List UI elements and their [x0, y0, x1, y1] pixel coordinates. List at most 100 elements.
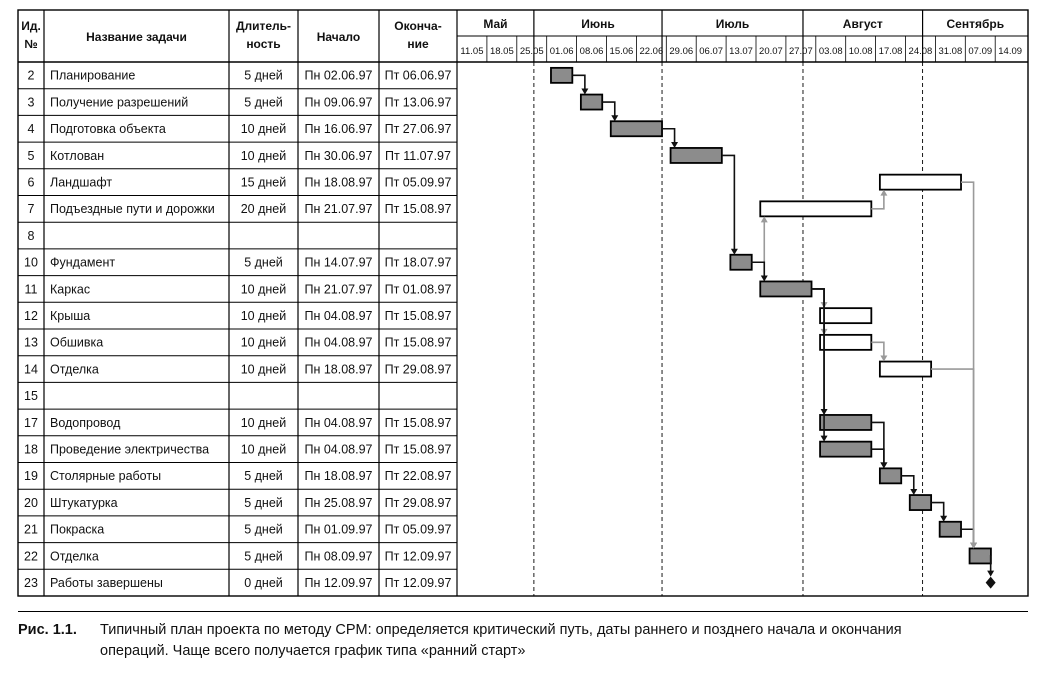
task-bar: [759, 200, 873, 218]
task-id: 3: [28, 95, 35, 109]
dependency-link: [662, 127, 676, 144]
task-finish: Пт 12.09.97: [385, 549, 452, 563]
chart-frame: [17, 9, 1029, 597]
task-finish: Пт 27.06.97: [385, 122, 452, 136]
task-finish: Пт 29.08.97: [385, 496, 452, 510]
dependency-arrow: [581, 88, 589, 95]
task-name: Обшивка: [50, 336, 103, 350]
caption-divider: [18, 611, 1028, 612]
week-label: 10.08: [849, 46, 873, 57]
dependency-link: [811, 288, 825, 305]
task-id: 15: [24, 389, 38, 403]
week-label: 24.08: [909, 46, 933, 57]
task-start: Пн 25.08.97: [304, 496, 372, 510]
week-label: 03.08: [819, 46, 843, 57]
task-bar: [729, 253, 753, 271]
dependency-link: [871, 421, 885, 465]
task-id: 21: [24, 523, 38, 537]
week-label: 20.07: [759, 46, 783, 57]
task-duration: 10 дней: [241, 309, 287, 323]
header-duration-line2: ность: [246, 37, 280, 51]
header-start: Начало: [317, 30, 360, 44]
header-duration-line1: Длитель-: [236, 19, 291, 33]
task-duration: 5 дней: [244, 523, 283, 537]
task-finish: Пт 22.08.97: [385, 469, 452, 483]
task-bar: [819, 440, 873, 458]
dependency-link: [961, 528, 975, 545]
week-label: 06.07: [699, 46, 723, 57]
dependency-arrow: [987, 570, 995, 577]
task-finish: Пт 15.08.97: [385, 309, 452, 323]
task-name: Планирование: [50, 69, 135, 83]
task-duration: 10 дней: [241, 122, 287, 136]
month-label: Июль: [716, 17, 750, 31]
dependency-link: [751, 220, 766, 264]
task-start: Пн 21.07.97: [304, 202, 372, 216]
task-id: 5: [28, 149, 35, 163]
caption-line-1: Рис. 1.1.Типичный план проекта по методу…: [18, 620, 1028, 641]
task-duration: 10 дней: [241, 362, 287, 376]
dependency-arrow: [760, 275, 768, 282]
task-finish: Пт 05.09.97: [385, 523, 452, 537]
task-finish: Пт 18.07.97: [385, 256, 452, 270]
month-label: Июнь: [581, 17, 615, 31]
week-label: 17.08: [879, 46, 903, 57]
task-finish: Пт 06.06.97: [385, 69, 452, 83]
task-bar: [609, 120, 663, 138]
task-duration: 10 дней: [241, 336, 287, 350]
task-duration: 5 дней: [244, 69, 283, 83]
dependency-link: [572, 74, 586, 91]
task-duration: 5 дней: [244, 496, 283, 510]
task-id: 23: [24, 576, 38, 590]
task-bar: [579, 93, 604, 111]
week-label: 07.09: [968, 46, 992, 57]
week-label: 11.05: [460, 46, 483, 57]
header-id-line2: №: [24, 37, 37, 51]
caption-label: Рис. 1.1.: [18, 622, 77, 638]
task-id: 20: [24, 496, 38, 510]
task-name: Получение разрешений: [50, 95, 188, 109]
week-label: 29.06: [669, 46, 693, 57]
task-id: 12: [24, 309, 38, 323]
task-name: Фундамент: [50, 256, 115, 270]
header-name: Название задачи: [86, 30, 187, 44]
task-start: Пн 08.09.97: [304, 549, 372, 563]
task-id: 4: [28, 122, 35, 136]
task-finish: Пт 12.09.97: [385, 576, 452, 590]
dependency-arrow: [671, 141, 679, 148]
task-duration: 20 дней: [241, 202, 287, 216]
task-id: 10: [24, 256, 38, 270]
task-duration: 5 дней: [244, 469, 283, 483]
month-label: Май: [483, 17, 507, 31]
task-id: 6: [28, 175, 35, 189]
task-finish: Пт 15.08.97: [385, 442, 452, 456]
task-bar: [819, 414, 873, 431]
dependency-link: [871, 341, 885, 358]
dependency-link: [931, 368, 975, 545]
task-name: Покраска: [50, 523, 104, 537]
task-start: Пн 04.08.97: [304, 309, 372, 323]
task-bar: [819, 307, 873, 325]
task-bar: [550, 66, 574, 84]
task-finish: Пт 01.08.97: [385, 282, 452, 296]
week-label: 13.07: [729, 46, 753, 57]
task-name: Ландшафт: [50, 175, 112, 189]
task-bar: [968, 547, 992, 565]
task-start: Пн 12.09.97: [304, 576, 372, 590]
task-bar: [878, 360, 933, 378]
week-label: 18.05: [490, 46, 514, 57]
dependency-link: [721, 154, 736, 251]
task-start: Пн 04.08.97: [304, 442, 372, 456]
task-finish: Пт 13.06.97: [385, 95, 452, 109]
task-bar: [759, 280, 813, 298]
task-finish: Пт 15.08.97: [385, 416, 452, 430]
task-finish: Пт 15.08.97: [385, 202, 452, 216]
task-start: Пн 18.08.97: [304, 362, 372, 376]
dependency-link: [751, 261, 766, 278]
task-id: 2: [28, 69, 35, 83]
figure-caption: Рис. 1.1.Типичный план проекта по методу…: [18, 620, 1028, 662]
dependency-arrow: [910, 489, 918, 496]
task-duration: 5 дней: [244, 95, 283, 109]
dependency-arrow: [820, 435, 828, 442]
